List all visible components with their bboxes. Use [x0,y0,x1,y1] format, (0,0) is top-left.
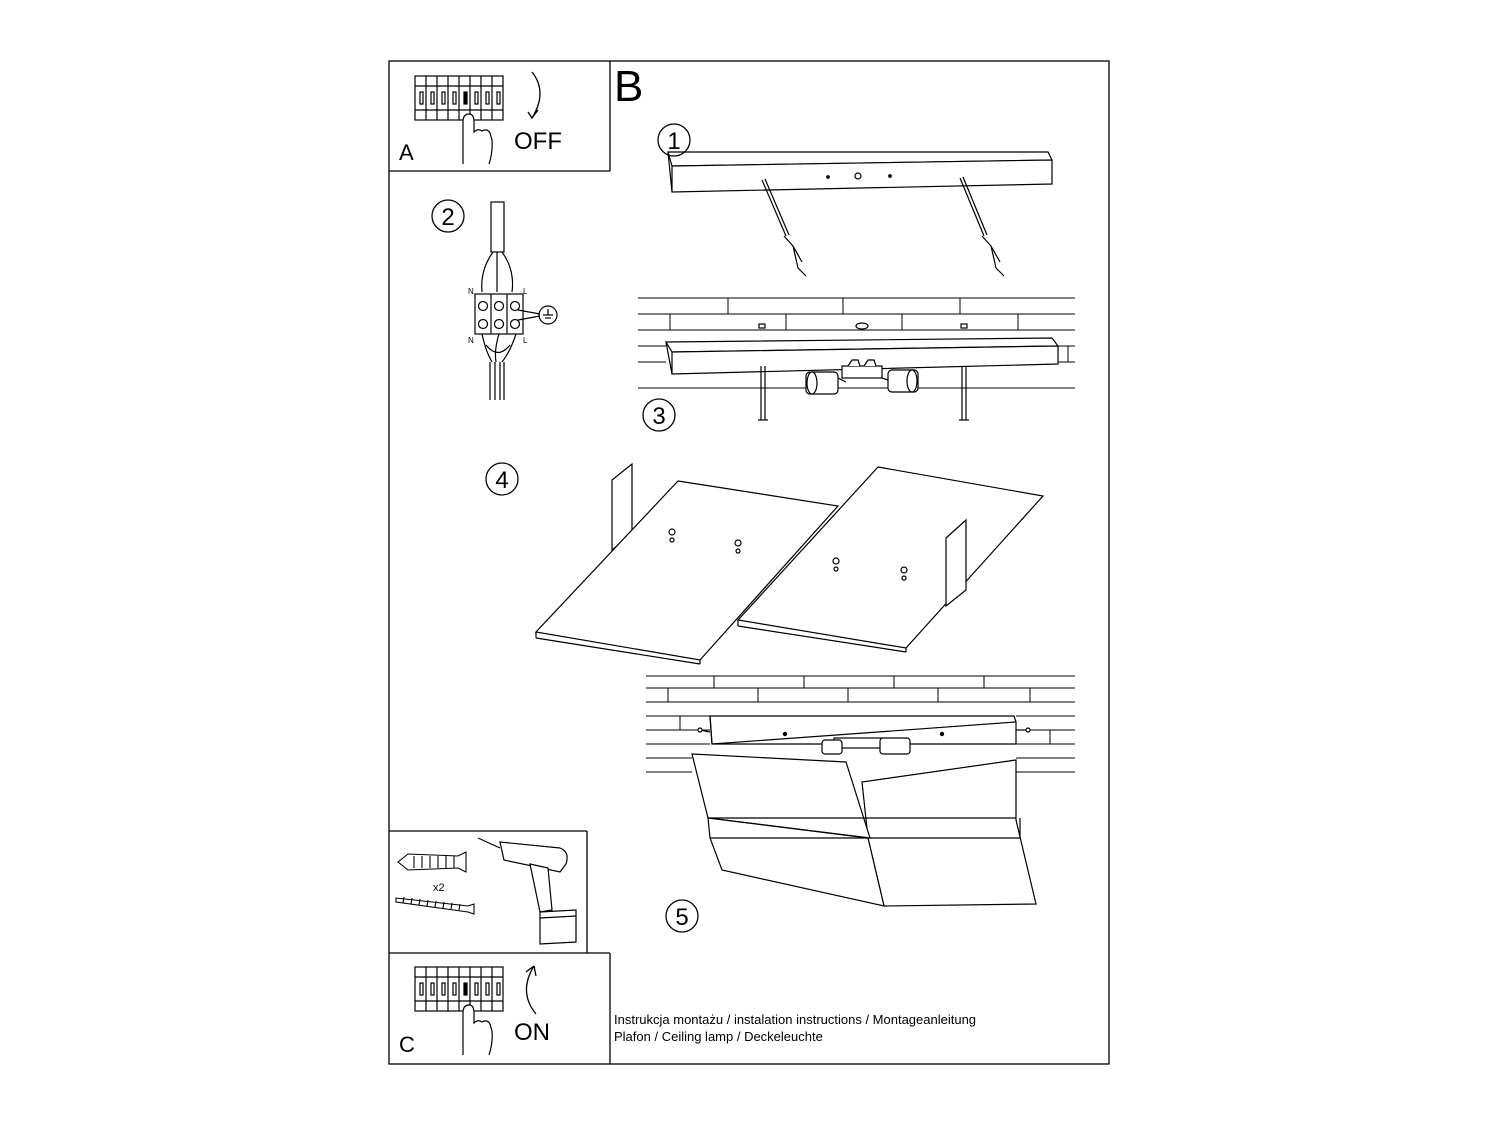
ground-icon [517,305,558,325]
panel-c-letter: C [399,1032,415,1057]
step-5-number: 5 [675,904,688,931]
assembled-fixture [691,715,1037,907]
breaker-box-icon-c [414,966,504,1012]
hand-icon-c [462,1004,493,1056]
step-3-marker [642,398,676,432]
plate-on-ceiling [664,322,1060,375]
panel-a-power-off: A OFF [399,71,562,165]
terminal-n-bottom: N [468,336,474,345]
wall-plug-icon [397,851,467,873]
quantity-label: x2 [433,882,445,894]
step-5-assembled-lamp: 5 [646,675,1075,933]
terminal-l-top: L [523,287,528,296]
step-2-number: 2 [441,204,454,231]
step-4-number: 4 [495,467,508,494]
step-1-marker [657,123,691,157]
screw-icon [395,896,475,915]
step-2-marker [431,199,465,233]
on-label: ON [514,1019,550,1046]
panel-b-letter: B [614,62,643,111]
ceiling-bricks [638,297,1075,389]
screw-plug-left [761,178,807,277]
panel-c-power-on: C ON [399,965,550,1057]
caption-product: Plafon / Ceiling lamp / Deckeleuchte [614,1029,823,1044]
screws-below-plate [758,366,969,421]
hand-icon [462,113,493,165]
mounting-plate [667,151,1053,193]
arrow-down-icon [527,71,541,120]
panel-right [736,466,1045,653]
step-5-marker [665,899,699,933]
terminal-block-icon [474,201,524,400]
tools-kit: x2 [395,837,577,945]
arrow-up-icon [525,965,537,1015]
step-4-diffuser-panels: 4 [485,462,1045,665]
step-3-number: 3 [652,403,665,430]
breaker-box-icon [414,75,504,121]
spotlights-icon [805,359,919,395]
caption-instructions: Instrukcja montażu / instalation instruc… [614,1012,977,1027]
drill-icon [477,837,577,945]
off-label: OFF [514,128,562,155]
panel-left [534,462,840,665]
step-3-ceiling-fixing: 3 [638,297,1075,432]
step-4-marker [485,462,519,496]
step-2-wiring: 2 N L N L [431,199,558,400]
step-1-mounting-plate: 1 [657,123,1053,277]
terminal-n-top: N [468,287,474,296]
terminal-l-bottom: L [523,336,528,345]
screw-plug-right [959,176,1005,277]
sheet-frame [388,60,1110,1065]
step-1-number: 1 [667,128,680,155]
panel-a-letter: A [399,140,414,165]
